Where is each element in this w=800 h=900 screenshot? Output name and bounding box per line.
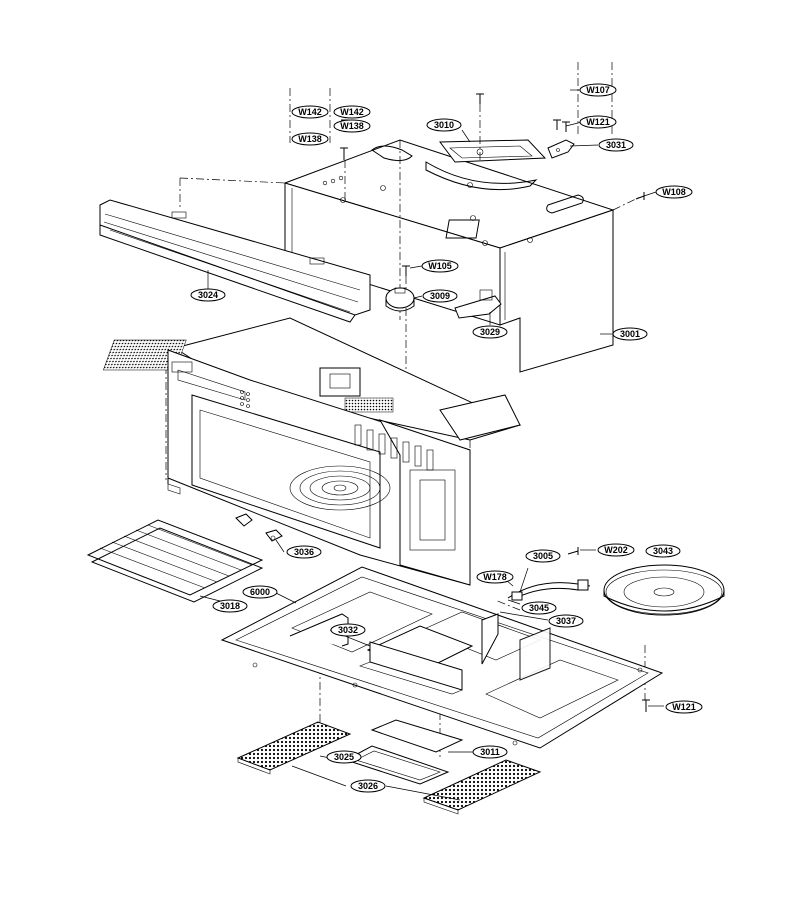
label-text: W142: [298, 107, 322, 117]
label-w105: W105: [421, 259, 459, 273]
label-w107: W107: [579, 83, 617, 97]
oven-rack: [86, 519, 264, 603]
label-text: 3029: [480, 327, 500, 337]
callouts: W142 W142 W138 W138 3010 W107 W121 3031 …: [190, 83, 703, 793]
label-text: W138: [340, 121, 364, 131]
glass-turntable: [603, 564, 725, 616]
latch-parts: [235, 513, 283, 542]
label-3010: 3010: [426, 118, 462, 132]
label-w142-right: W142: [333, 105, 371, 119]
label-3018: 3018: [212, 599, 248, 613]
label-text: W138: [298, 134, 322, 144]
label-w138-left: W138: [291, 132, 329, 146]
label-text: W108: [662, 187, 686, 197]
label-3045: 3045: [521, 601, 557, 615]
bottom-screw: [642, 699, 650, 712]
label-3009: 3009: [422, 289, 458, 303]
label-3005: 3005: [525, 549, 561, 563]
light-cover: [344, 719, 464, 785]
label-6000: 6000: [242, 585, 278, 599]
label-w142-left: W142: [291, 105, 329, 119]
label-text: 3037: [556, 616, 576, 626]
label-text: 3018: [220, 601, 240, 611]
label-w178: W178: [476, 570, 514, 584]
hinge-bracket: [454, 289, 502, 319]
inner-chassis: [102, 317, 522, 586]
label-text: 3001: [620, 329, 640, 339]
mounting-plate: [425, 139, 547, 191]
label-w202: W202: [597, 543, 635, 557]
label-w121-top: W121: [579, 115, 617, 129]
label-text: 3026: [358, 781, 378, 791]
label-text: 3036: [294, 547, 314, 557]
label-3025: 3025: [326, 750, 362, 764]
label-text: 3045: [529, 603, 549, 613]
label-text: 3009: [430, 291, 450, 301]
label-text: W142: [340, 107, 364, 117]
label-text: 3032: [338, 625, 358, 635]
label-text: 3024: [198, 290, 218, 300]
base-plate: [220, 566, 664, 749]
label-3031: 3031: [598, 138, 634, 152]
label-w108: W108: [655, 185, 693, 199]
label-3024: 3024: [190, 288, 226, 302]
label-text: W105: [428, 261, 452, 271]
label-text: 3011: [480, 747, 500, 757]
label-3032: 3032: [330, 623, 366, 637]
motor: [385, 287, 415, 312]
label-3029: 3029: [472, 325, 508, 339]
label-text: 6000: [250, 587, 270, 597]
label-w121-bottom: W121: [665, 700, 703, 714]
label-text: W121: [586, 117, 610, 127]
label-text: W107: [586, 85, 610, 95]
label-text: 3005: [533, 551, 553, 561]
label-3037: 3037: [548, 614, 584, 628]
grease-filters: [236, 721, 542, 815]
label-text: W178: [483, 572, 507, 582]
label-text: W202: [604, 545, 628, 555]
control-panel-buttons: [240, 390, 250, 408]
label-w138-right: W138: [333, 119, 371, 133]
label-text: 3031: [606, 140, 626, 150]
front-trim: [99, 199, 371, 323]
label-text: 3043: [653, 546, 673, 556]
outer-case: [283, 139, 615, 373]
label-text: W121: [672, 702, 696, 712]
wire-harness: [503, 547, 591, 601]
label-text: 3010: [434, 120, 454, 130]
label-3011: 3011: [472, 745, 508, 759]
label-3036: 3036: [286, 545, 322, 559]
label-3026: 3026: [350, 779, 386, 793]
label-3043: 3043: [645, 544, 681, 558]
label-3001: 3001: [612, 327, 648, 341]
label-text: 3025: [334, 752, 354, 762]
bracket: [547, 139, 575, 159]
